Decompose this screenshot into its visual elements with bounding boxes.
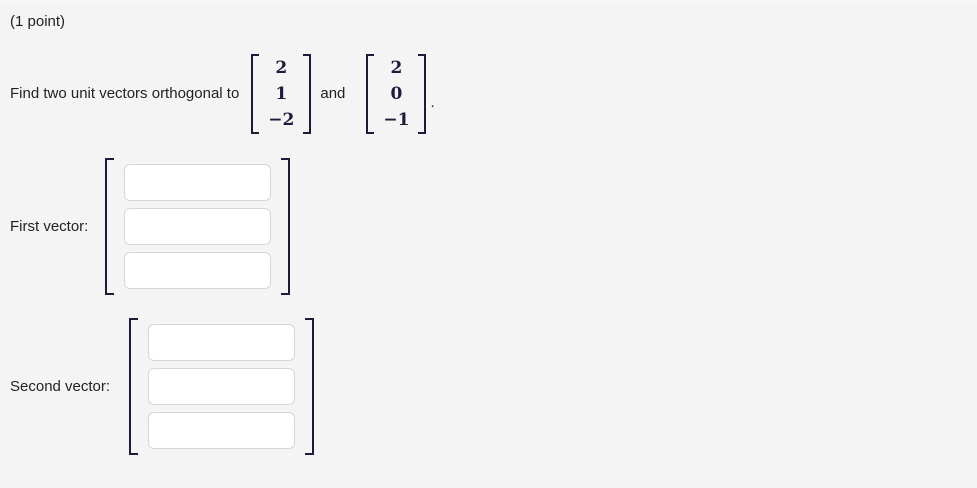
second-vector-label: Second vector:	[10, 377, 111, 395]
answer-bracket-right	[305, 318, 314, 455]
second-vector-input-3[interactable]	[148, 412, 295, 449]
vector-b-component-3: −1	[383, 110, 410, 130]
first-vector-input-1[interactable]	[124, 164, 271, 201]
second-vector-matrix	[129, 318, 314, 455]
first-vector-label: First vector:	[10, 217, 89, 235]
matrix-bracket-right	[418, 54, 427, 134]
first-vector-input-3[interactable]	[124, 252, 271, 289]
matrix-bracket-left	[366, 54, 375, 134]
question-prompt-text: Find two unit vectors orthogonal to	[10, 85, 240, 102]
answer-bracket-right	[281, 158, 290, 295]
first-vector-answer-group: First vector:	[10, 158, 290, 295]
matrix-bracket-left	[251, 54, 260, 134]
second-vector-fields	[138, 318, 305, 455]
vector-b-matrix: 2 0 −1	[366, 54, 427, 134]
points-label: (1 point)	[10, 13, 66, 30]
answer-bracket-left	[105, 158, 114, 295]
sentence-period: .	[430, 94, 435, 111]
conjunction-and: and	[320, 85, 346, 102]
first-vector-input-2[interactable]	[124, 208, 271, 245]
second-vector-input-2[interactable]	[148, 368, 295, 405]
vector-b-column: 2 0 −1	[374, 54, 418, 134]
second-vector-input-1[interactable]	[148, 324, 295, 361]
matrix-bracket-right	[303, 54, 312, 134]
vector-b-component-1: 2	[390, 58, 403, 78]
vector-b-component-2: 0	[390, 84, 403, 104]
vector-a-component-2: 1	[275, 84, 288, 104]
first-vector-fields	[114, 158, 281, 295]
vector-a-component-3: −2	[268, 110, 295, 130]
vector-a-matrix: 2 1 −2	[251, 54, 312, 134]
page-top-band	[0, 0, 977, 3]
first-vector-matrix	[105, 158, 290, 295]
second-vector-answer-group: Second vector:	[10, 318, 314, 455]
vector-a-column: 2 1 −2	[259, 54, 303, 134]
answer-bracket-left	[129, 318, 138, 455]
vector-a-component-1: 2	[275, 58, 288, 78]
question-statement: Find two unit vectors orthogonal to 2 1 …	[10, 48, 435, 140]
